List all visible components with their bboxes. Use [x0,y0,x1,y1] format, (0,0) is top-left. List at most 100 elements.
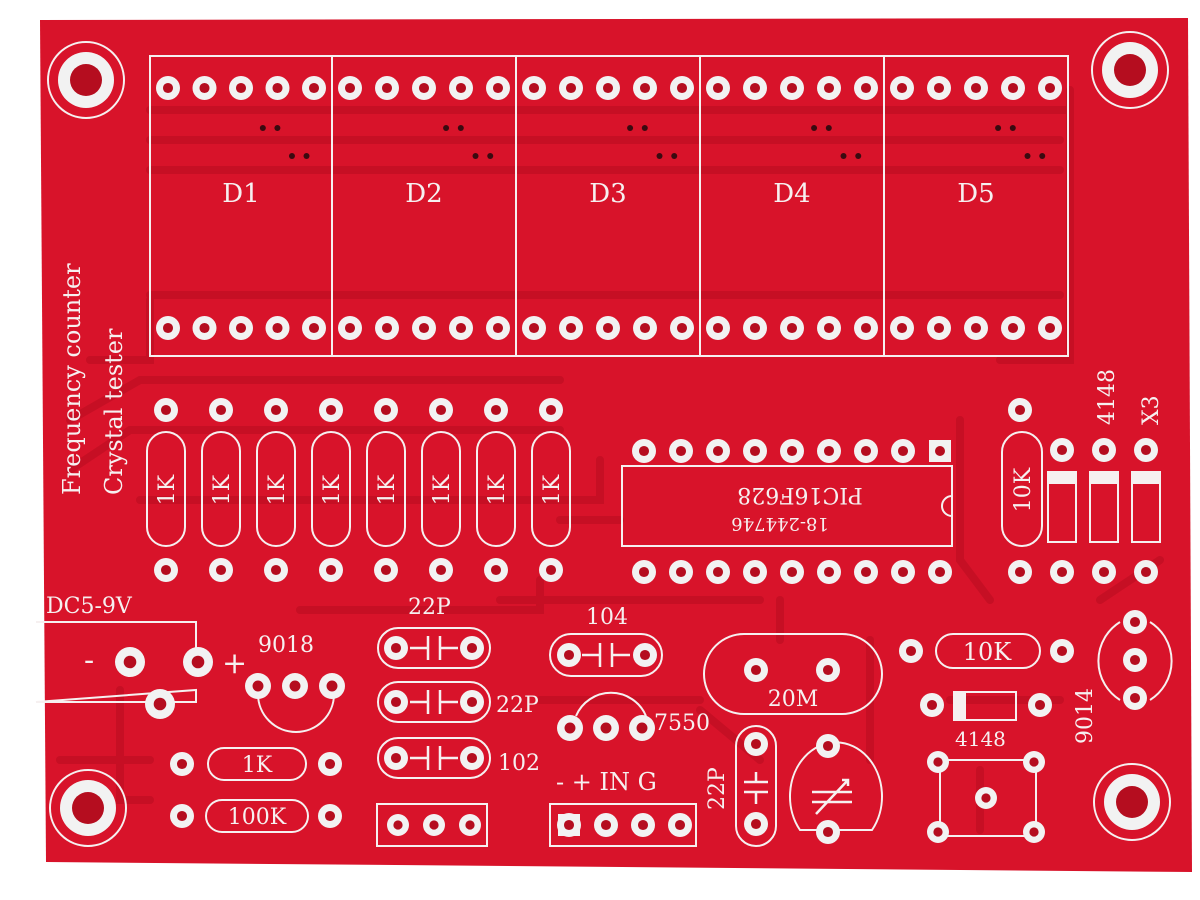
pcb-board [40,18,1192,872]
solder-pad [780,439,804,463]
solder-pad [1001,316,1025,340]
solder-pad [264,558,288,582]
solder-pad [412,76,436,100]
array-resistor-label: 1K [155,474,180,505]
solder-pad [264,398,288,422]
solder-pad [374,398,398,422]
solder-pad [460,746,484,770]
ic-name: PIC16F628 [737,482,863,507]
regulator-label: 7550 [654,711,710,736]
solder-pad [145,689,175,719]
solder-pad [449,316,473,340]
solder-pad [1123,686,1147,710]
solder-pad [854,560,878,584]
solder-pad [484,558,508,582]
diode-4148-label: 4148 [1095,369,1120,425]
array-resistor-label: 1K [210,474,235,505]
solder-pad [265,316,290,340]
solder-pad [744,732,768,756]
solder-pad [384,690,408,714]
solder-pad [429,398,453,422]
solder-pad [183,647,213,677]
solder-pad [229,76,253,100]
solder-pad [780,316,804,340]
solder-pad [633,316,657,340]
solder-pad [629,715,655,741]
solder-pad [928,560,952,584]
solder-pad [557,715,583,741]
solder-pad [115,647,145,677]
solder-pad [209,398,233,422]
solder-pad [522,316,546,340]
array-resistor-label: 1K [540,474,565,505]
title-line-1: Frequency counter [58,263,86,495]
solder-pad [1050,560,1074,584]
solder-pad [891,439,915,463]
solder-pad [975,787,997,809]
solder-pad [319,558,343,582]
solder-pad [229,316,253,340]
solder-pad [891,560,915,584]
array-resistor: 1K [476,398,516,582]
solder-pad [265,76,290,100]
solder-pad [669,439,693,463]
solder-pad [817,76,841,100]
solder-pad [632,560,656,584]
solder-pad [423,814,445,836]
solder-pad [192,316,217,340]
solder-pad [1050,438,1074,462]
solder-pad [1023,821,1045,843]
mounting-hole [1093,763,1171,841]
solder-pad [706,560,730,584]
cap-22p-top-label: 22P [408,595,451,620]
solder-pad [743,316,767,340]
solder-pad [449,76,473,100]
solder-pad [854,439,878,463]
power-label: DC5-9V [46,594,133,619]
solder-pad [816,658,840,682]
solder-pad [302,316,326,340]
crystal-label: 20M [768,687,819,712]
array-resistor: 1K [421,398,461,582]
solder-pad [1092,438,1116,462]
solder-pad [1123,610,1147,634]
solder-pad [670,316,694,340]
solder-pad [338,76,362,100]
cap-102-label: 102 [498,751,540,776]
solder-pad [209,558,233,582]
diode-footprint [1131,438,1161,584]
solder-pad [412,316,436,340]
resistor-100k-label: 100K [228,805,287,830]
solder-pad [156,316,180,340]
solder-pad [302,76,326,100]
mounting-holes [47,31,1171,847]
resistor-1k: 1K [170,747,342,781]
solder-pad [927,751,949,773]
ic-footprint: PIC16F628 18-244746 [621,439,953,584]
solder-pad [486,76,510,100]
solder-pad [1123,648,1147,672]
solder-pad [459,814,481,836]
display-label: D4 [773,179,810,209]
solder-pad [559,316,583,340]
solder-pad [484,398,508,422]
solder-pad [387,814,409,836]
jumper-3pin [376,803,488,847]
solder-pad [460,690,484,714]
array-resistor: 1K [256,398,296,582]
diode-4148-bottom-label: 4148 [955,727,1006,751]
solder-pad [920,693,944,717]
array-resistor: 1K [531,398,571,582]
solder-pad [854,76,878,100]
solder-pad [1134,438,1158,462]
solder-pad [557,643,581,667]
resistor-10k-vertical-label: 10K [1011,467,1036,512]
solder-pad [154,558,178,582]
array-resistor-label: 1K [485,474,510,505]
title-line-2: Crystal tester [100,328,128,495]
mounting-hole [49,769,127,847]
transistor-9018: 9018 [245,633,345,733]
solder-pad [816,820,840,844]
capacitor-104: 104 [549,605,663,677]
